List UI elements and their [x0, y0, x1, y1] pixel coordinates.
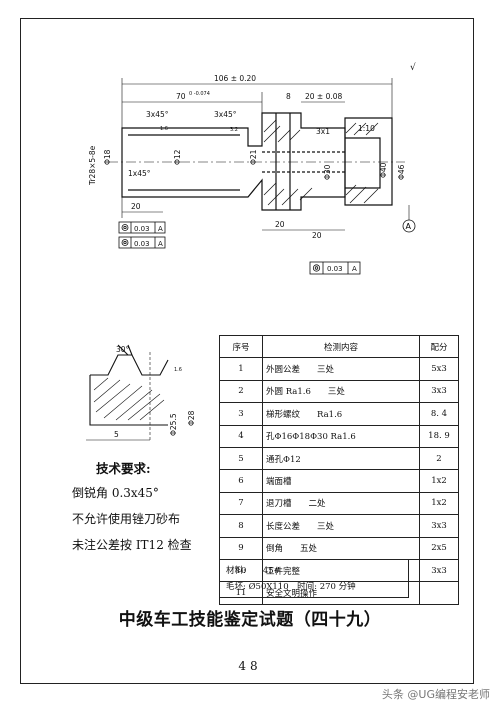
cell-score: 1x2	[419, 491, 459, 516]
cell-no: 9	[219, 536, 263, 560]
dim-d21: Φ21	[249, 149, 258, 165]
tech-line-2: 不允许使用锉刀砂布	[72, 512, 181, 526]
cell-no: 2	[219, 379, 263, 404]
dim-taper: 1:10	[358, 124, 375, 133]
datum-a: A	[406, 222, 412, 231]
detail-d25-5: Φ25.5	[169, 413, 178, 436]
cell-no: 5	[219, 446, 263, 471]
cell-no: 1	[219, 357, 263, 381]
dim-d30: Φ30	[323, 164, 332, 180]
dim-d40: Φ40	[379, 162, 388, 178]
cell-no: 7	[219, 491, 263, 516]
tech-heading: 技术要求:	[96, 461, 151, 476]
cell-content: 端面槽	[262, 469, 420, 493]
dim-len-8: 8	[286, 92, 291, 101]
cell-content: 外圆 Ra1.6 三处	[262, 379, 420, 404]
tol-datum-3: A	[352, 265, 357, 273]
dim-len-20-right: 20 ± 0.08	[305, 92, 343, 101]
cell-no: 11	[219, 581, 263, 605]
col-header-no: 序号	[219, 334, 263, 359]
detail-width-5: 5	[114, 430, 119, 439]
cell-content: 通孔Φ12	[262, 446, 420, 471]
dim-chamfer-left: 3x45°	[146, 110, 169, 119]
cell-score: 3x3	[419, 514, 459, 538]
blank-time-line: 毛坯: Ø50X110 时间: 270 分钟	[226, 582, 356, 592]
cell-score: 1x2	[419, 469, 459, 493]
tol-value-2: 0.03	[134, 240, 150, 248]
cell-score: 3x3	[419, 379, 459, 404]
dim-d46: Φ46	[397, 164, 406, 180]
material-box: 材料: 45# 毛坯: Ø50X110 时间: 270 分钟	[219, 559, 409, 598]
cell-no: 8	[219, 514, 263, 538]
dim-thread: Tr28×5-8e	[88, 145, 97, 186]
cell-no: 6	[219, 469, 263, 493]
cell-no: 3	[219, 402, 263, 426]
cell-content: 长度公差 三处	[262, 514, 420, 538]
col-header-content: 检测内容	[262, 334, 420, 359]
detail-ra: 1.6	[174, 367, 182, 373]
cell-score: 2x5	[419, 536, 459, 560]
dim-len-70-tol: 0 -0.074	[189, 91, 210, 97]
cell-score: 2	[419, 446, 459, 471]
dim-bore-12: Φ12	[173, 149, 182, 165]
dim-len-20-bottom2: 20	[312, 231, 322, 240]
cell-content: 梯形螺纹 Ra1.6	[262, 402, 420, 426]
dim-len-70: 70	[176, 92, 186, 101]
dim-overall-length: 106 ± 0.20	[214, 74, 256, 83]
dim-len-20-left: 20	[131, 202, 141, 211]
tol-value-1: 0.03	[134, 225, 150, 233]
dim-d18: Φ18	[103, 149, 112, 165]
page-title: 中级车工技能鉴定试题（四十九）	[118, 610, 382, 630]
dim-len-20-bottom: 20	[275, 220, 285, 229]
cell-content: 退刀槽 二处	[262, 491, 420, 516]
page-number: 48	[238, 659, 262, 673]
cell-no: 4	[219, 424, 263, 448]
cell-score: 8. 4	[419, 402, 459, 426]
cell-content: 外圆公差 三处	[262, 357, 420, 381]
tol-datum-1: A	[158, 225, 163, 233]
dim-chamfer-mid: 3x45°	[214, 110, 237, 119]
flange-outline	[344, 117, 393, 206]
cell-score: 3x3	[419, 558, 459, 583]
detail-d28: Φ28	[187, 410, 196, 426]
roughness-mark-top: √	[410, 62, 416, 73]
tol-datum-2: A	[158, 240, 163, 248]
dim-undercut: 1x45°	[128, 169, 151, 178]
tech-line-1: 倒锐角 0.3x45°	[72, 486, 159, 500]
detail-angle: 30°	[116, 345, 130, 354]
page-border	[20, 18, 474, 684]
tech-line-3: 未注公差按 IT12 检查	[72, 538, 192, 552]
cell-content: 孔Φ16Φ18Φ30 Ra1.6	[262, 424, 420, 448]
tol-value-3: 0.03	[327, 265, 343, 273]
col-header-score: 配分	[419, 334, 459, 359]
thread-detail	[89, 344, 169, 426]
ra-mark-1: 1.6	[160, 126, 168, 132]
watermark: 头条 @UG编程安老师	[381, 688, 490, 701]
cell-content: 倒角 五处	[262, 536, 420, 560]
table-header-row: 序号 检测内容 配分	[219, 334, 459, 359]
dim-chamfer-right: 3x1	[316, 127, 330, 136]
material-line: 材料: 45#	[226, 566, 281, 576]
cell-score: 18. 9	[419, 424, 459, 448]
cell-score: 5x3	[419, 357, 459, 381]
ra-mark-2: 3.2	[230, 127, 238, 133]
cell-score	[419, 581, 459, 605]
